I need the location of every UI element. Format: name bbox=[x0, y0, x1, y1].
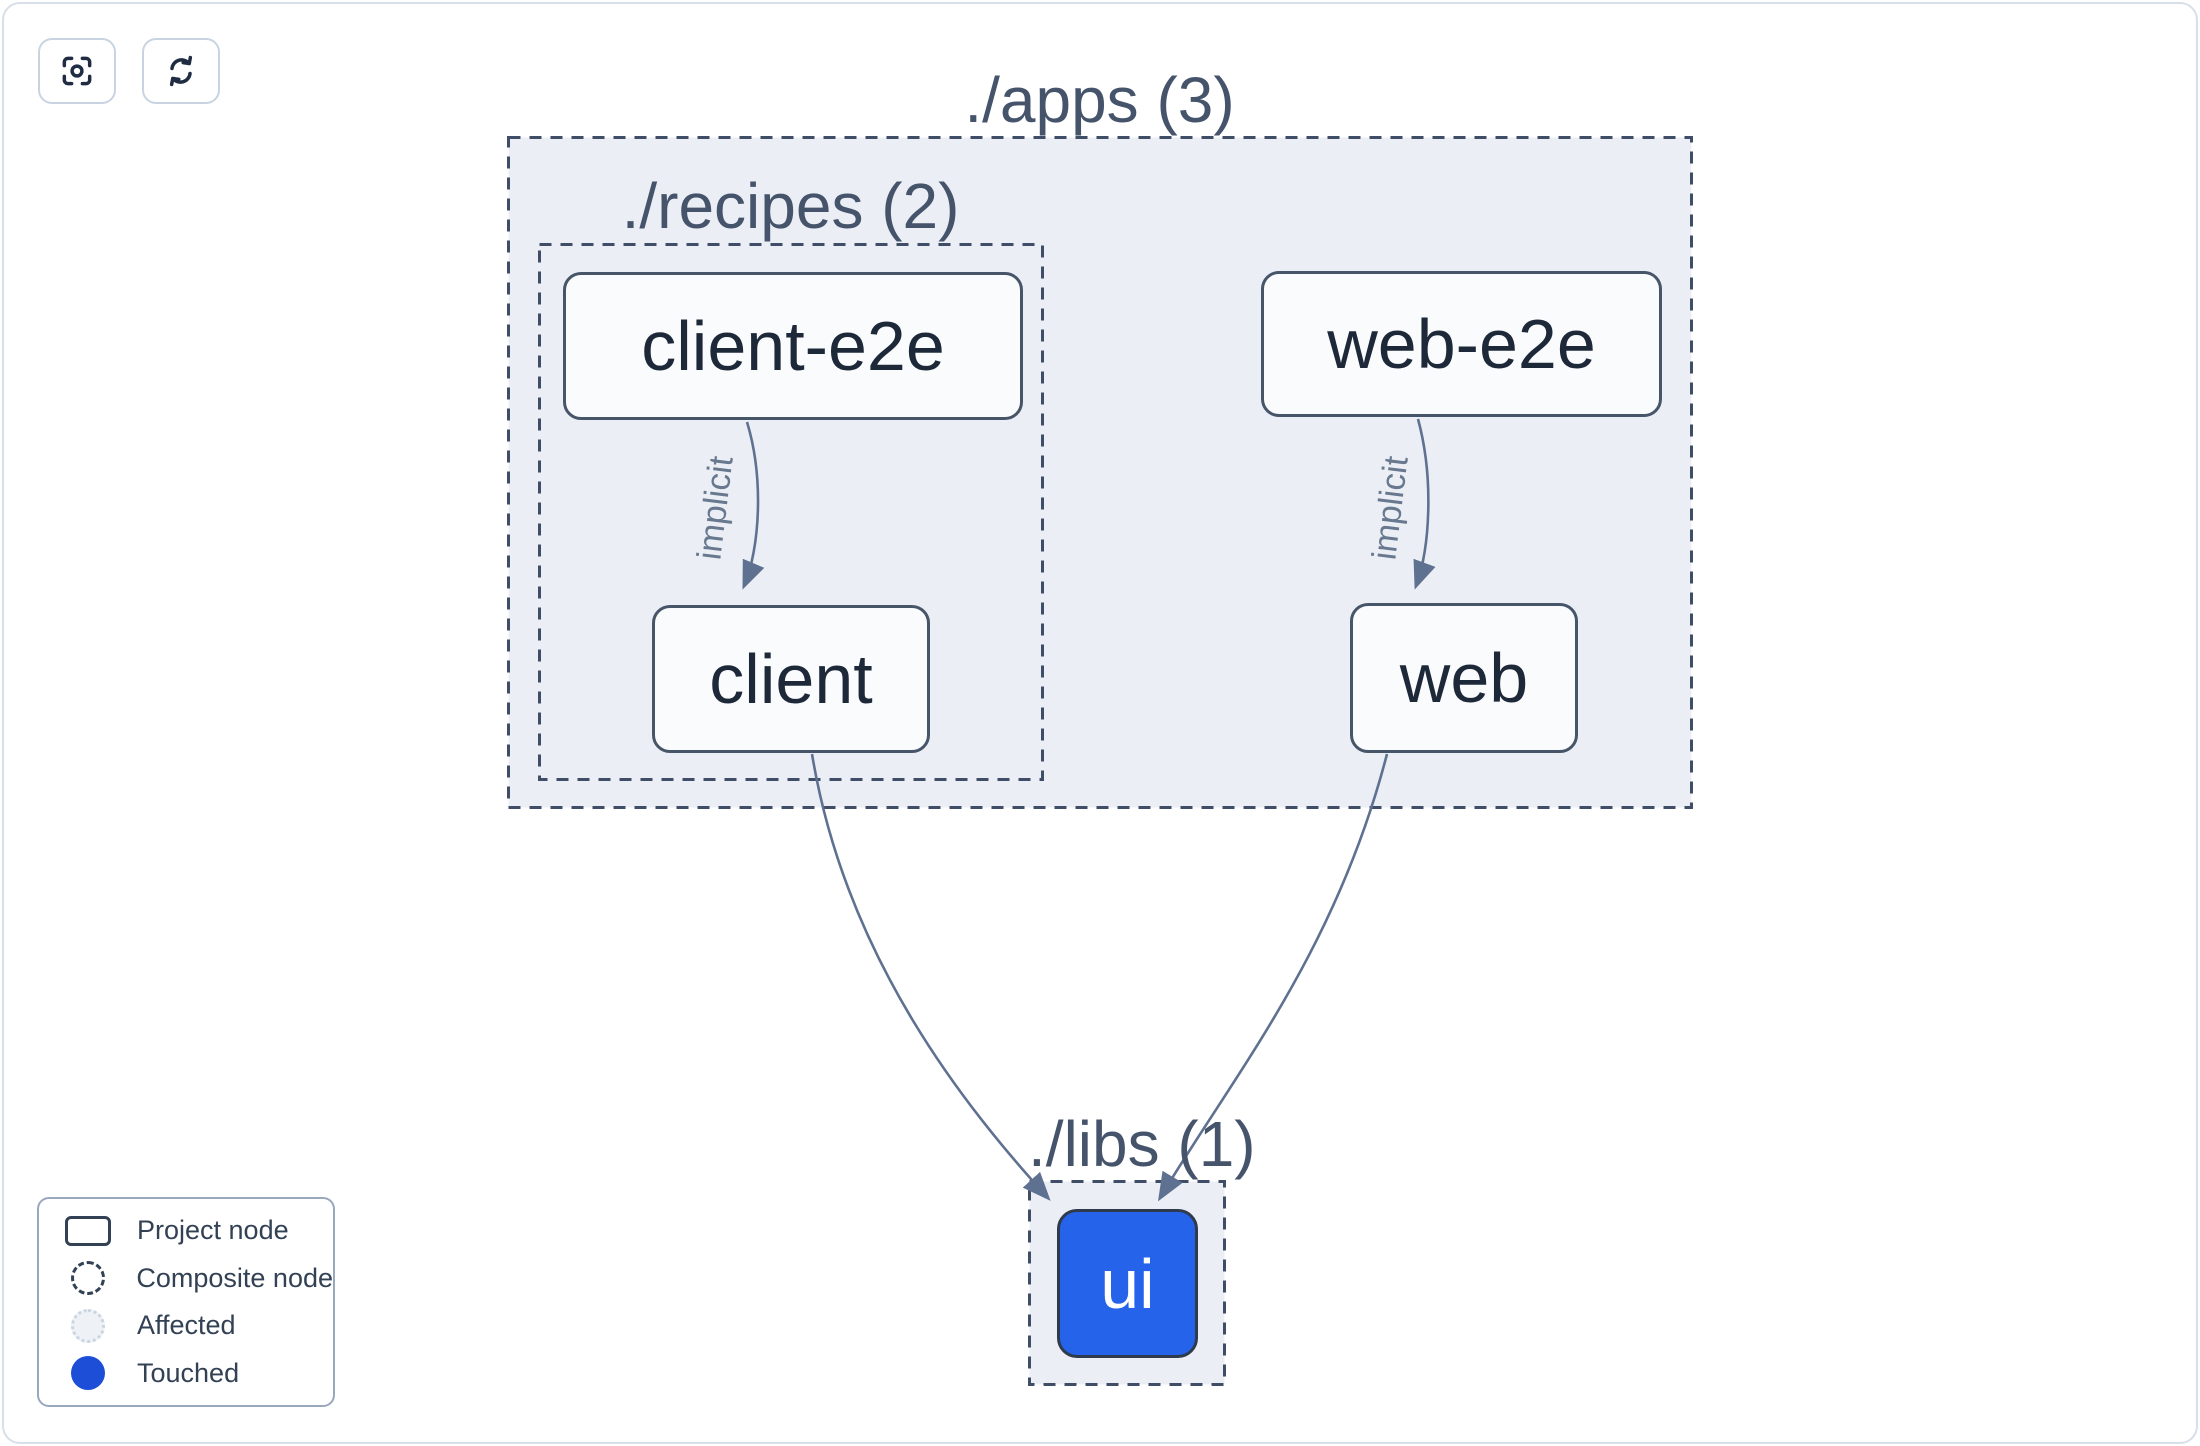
scan-focus-icon bbox=[62, 56, 92, 86]
edge-web-e2e-to-web[interactable] bbox=[1413, 418, 1436, 590]
refresh-graph-button[interactable] bbox=[142, 38, 220, 104]
legend-label: Project node bbox=[137, 1215, 289, 1246]
legend-item-affected: Affected bbox=[39, 1302, 333, 1350]
project-node-web[interactable]: web bbox=[1350, 603, 1578, 753]
touched-swatch-icon bbox=[71, 1356, 105, 1391]
refresh-icon bbox=[169, 55, 193, 87]
edge-client-to-ui[interactable] bbox=[810, 753, 1051, 1201]
edge-web-to-ui[interactable] bbox=[1158, 753, 1389, 1202]
affected-swatch-icon bbox=[71, 1308, 105, 1343]
legend-label: Affected bbox=[137, 1310, 236, 1341]
project-node-client[interactable]: client bbox=[652, 605, 930, 753]
legend: Project node Composite node Affected Tou… bbox=[37, 1197, 335, 1407]
project-node-ui-touched[interactable]: ui bbox=[1057, 1209, 1198, 1358]
edge-client-e2e-to-client[interactable] bbox=[742, 421, 765, 590]
composite-node-swatch-icon bbox=[70, 1261, 105, 1296]
legend-label: Composite node bbox=[136, 1262, 333, 1293]
project-node-web-e2e[interactable]: web-e2e bbox=[1261, 271, 1662, 417]
center-graph-button[interactable] bbox=[38, 38, 116, 104]
project-node-client-e2e[interactable]: client-e2e bbox=[563, 272, 1023, 420]
legend-item-composite-node: Composite node bbox=[39, 1255, 333, 1303]
legend-label: Touched bbox=[137, 1357, 240, 1388]
legend-item-touched: Touched bbox=[39, 1350, 333, 1398]
project-node-swatch-icon bbox=[65, 1215, 111, 1246]
legend-item-project-node: Project node bbox=[39, 1207, 333, 1255]
